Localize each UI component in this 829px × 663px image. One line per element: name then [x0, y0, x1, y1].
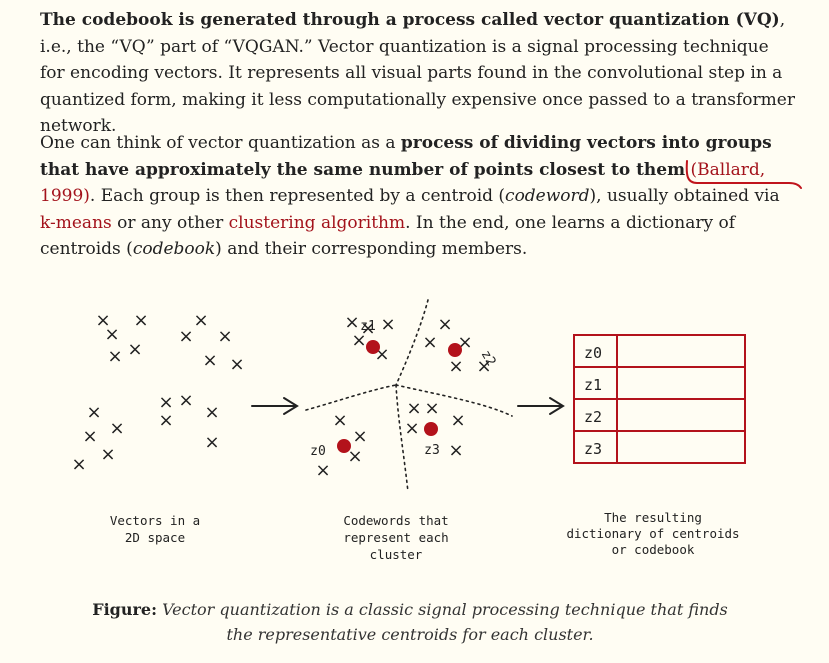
bold-phrase: process of dividing vectors into groups … [40, 133, 772, 180]
citation-link[interactable]: (Ballard, 1999) [40, 159, 802, 207]
bold-lead: The codebook is generated through a proc… [40, 10, 780, 30]
vector-mark: × [315, 460, 330, 481]
centroid-label: z0 [310, 444, 326, 459]
vector-mark: × [406, 398, 421, 419]
vector-mark: × [107, 346, 122, 367]
centroid-label: z3 [424, 443, 440, 458]
paragraph2-text-a: . Each group is then represented by a ce… [89, 186, 506, 207]
arrow-right-icon [517, 397, 565, 415]
vector-mark: × [95, 310, 110, 331]
codebook-row-label: z1 [584, 376, 602, 394]
paragraph2-text-e: ) and their corresponding members. [215, 239, 528, 260]
vector-mark: × [352, 426, 367, 447]
figure-labels: Vectors in a 2D space Codewords that rep… [110, 510, 740, 562]
caption-line1: Vector quantization is a classic signal … [157, 600, 728, 619]
vector-mark: × [448, 356, 463, 377]
vector-mark: × [178, 390, 193, 411]
vector-mark: × [202, 350, 217, 371]
label-codewords-line3: cluster [370, 547, 423, 562]
citation-underline-mark [685, 159, 802, 189]
vector-mark: × [422, 332, 437, 353]
centroid-dot [337, 439, 351, 453]
vector-mark: × [86, 402, 101, 423]
centroid-label: z1 [360, 319, 376, 334]
label-codewords-line2: represent each [343, 530, 448, 545]
vector-mark: × [82, 426, 97, 447]
vector-mark: × [100, 444, 115, 465]
codebook-row-label: z3 [584, 440, 602, 458]
vector-mark: × [437, 314, 452, 335]
paragraph2-text-b: ), usually obtained via [589, 186, 780, 207]
vector-mark: × [351, 330, 366, 351]
caption-line2: the representative centroids for each cl… [226, 625, 594, 644]
codebook-table: z0 z1 z2 z3 [573, 334, 746, 464]
paragraph1-text: , i.e., the “VQ” part of “VQGAN.” Vector… [40, 10, 795, 137]
vector-mark: × [229, 354, 244, 375]
vector-mark: × [217, 326, 232, 347]
codebook-row-label: z0 [584, 344, 602, 362]
vector-mark: × [158, 410, 173, 431]
vector-mark: × [127, 339, 142, 360]
paragraph-codebook: The codebook is generated through a proc… [40, 7, 795, 140]
kmeans-link[interactable]: k-means [40, 212, 112, 233]
figure-caption: Figure: Vector quantization is a classic… [60, 597, 760, 647]
vector-mark: × [204, 432, 219, 453]
vector-mark: × [193, 310, 208, 331]
vector-mark: × [404, 418, 419, 439]
citation-close: ) [83, 186, 90, 207]
voronoi-boundaries [305, 299, 513, 493]
vector-mark: × [104, 324, 119, 345]
caption-label: Figure: [92, 600, 157, 619]
vector-mark: × [424, 398, 439, 419]
clustered-vectors: ××××××××××××××××××× [315, 312, 491, 481]
vector-mark: × [133, 310, 148, 331]
centroid-label: z2 [478, 348, 499, 369]
centroids [337, 340, 462, 453]
arrow-right-icon [251, 397, 299, 415]
centroid-dot [366, 340, 380, 354]
label-dictionary-line1: The resulting [604, 510, 702, 525]
vector-mark: × [476, 356, 491, 377]
vector-mark: × [380, 314, 395, 335]
vector-mark: × [109, 418, 124, 439]
label-vectors-line2: 2D space [125, 530, 185, 545]
codebook-row-label: z2 [584, 408, 602, 426]
clustering-algorithm-link[interactable]: clustering algorithm [228, 212, 406, 233]
vector-mark: × [347, 446, 362, 467]
vector-mark: × [204, 402, 219, 423]
vector-mark: × [344, 312, 359, 333]
vector-mark: × [450, 410, 465, 431]
codeword-term: codeword [505, 186, 590, 207]
codebook-term: codebook [132, 239, 216, 260]
centroid-labels: z1 z2 z0 z3 [310, 319, 498, 459]
paragraph-vq: One can think of vector quantization as … [40, 130, 802, 263]
vector-mark: × [360, 318, 375, 339]
paragraph2-text-d: . In the end, one learns a dictionary of… [40, 212, 736, 260]
citation-text: Ballard, 1999 [40, 159, 766, 207]
vector-mark: × [158, 392, 173, 413]
vq-figure: ×××××××××××××××××××× ×××××××××××××××××××… [71, 299, 746, 562]
vectors-scatter: ×××××××××××××××××××× [71, 310, 244, 475]
paragraph2-text-c: or any other [111, 212, 229, 233]
centroid-dot [424, 422, 438, 436]
label-dictionary-line3: or codebook [612, 542, 695, 557]
centroid-dot [448, 343, 462, 357]
label-codewords-line1: Codewords that [343, 513, 448, 528]
label-vectors-line1: Vectors in a [110, 513, 200, 528]
citation-open: ( [690, 159, 698, 180]
vector-mark: × [332, 410, 347, 431]
vector-mark: × [448, 440, 463, 461]
paragraph2-intro: One can think of vector quantization as … [40, 133, 401, 153]
label-dictionary-line2: dictionary of centroids [566, 526, 739, 541]
vector-mark: × [71, 454, 86, 475]
vector-mark: × [178, 326, 193, 347]
